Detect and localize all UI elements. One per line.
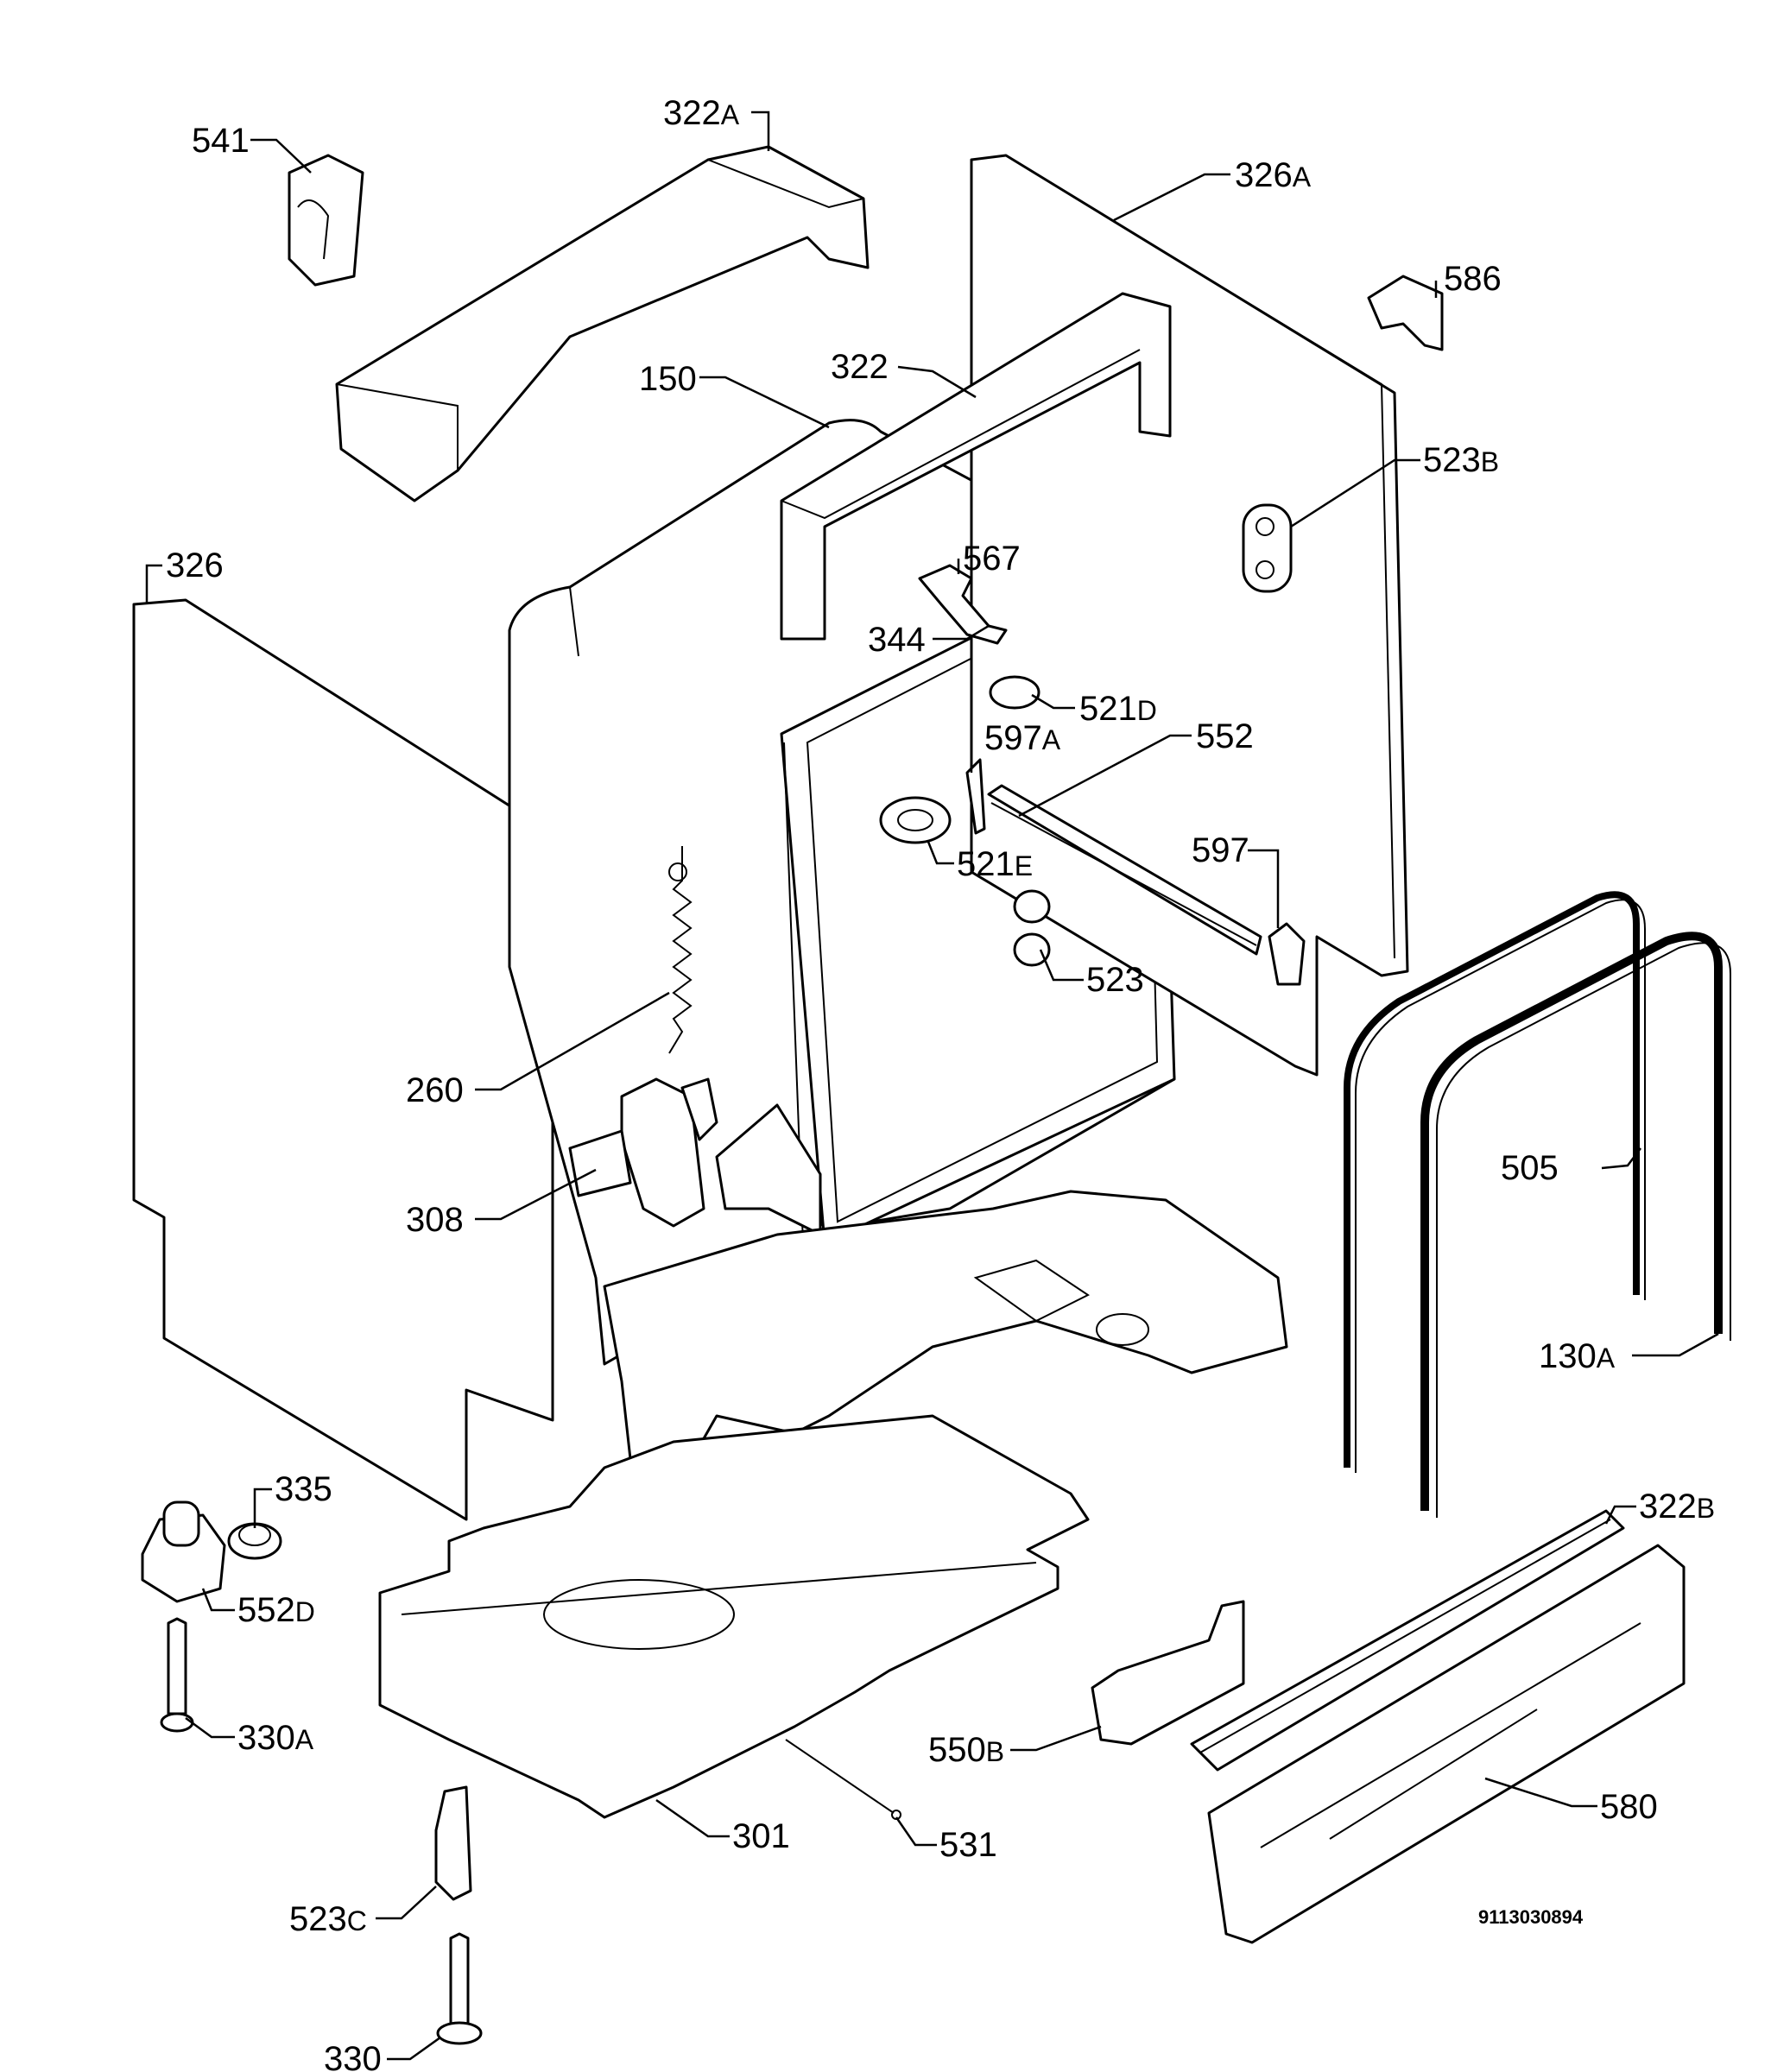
label-597: 597 xyxy=(1192,831,1249,869)
label-597a: 597A xyxy=(984,719,1061,757)
label-580: 580 xyxy=(1600,1788,1658,1826)
label-130a: 130A xyxy=(1539,1337,1616,1375)
part-521d-plug xyxy=(989,675,1040,710)
label-523b: 523B xyxy=(1423,441,1499,479)
part-523c-bracket xyxy=(434,1785,472,1901)
part-labels: 541 322A 326A 586 322 150 523B 326 567 3… xyxy=(166,94,1715,2072)
label-567: 567 xyxy=(963,540,1021,578)
label-344: 344 xyxy=(868,621,926,659)
part-322-side-rail xyxy=(780,292,1172,641)
label-301: 301 xyxy=(732,1817,790,1855)
part-260-spring xyxy=(668,846,693,1054)
label-330: 330 xyxy=(324,2040,382,2072)
part-322a-top-rail xyxy=(335,145,870,502)
part-523-bearing xyxy=(1013,889,1051,967)
label-150: 150 xyxy=(639,360,697,398)
part-308-hinge xyxy=(568,1077,718,1228)
part-597-end-cap xyxy=(1268,922,1306,986)
label-521e: 521E xyxy=(957,845,1033,883)
part-130a-tub-seal xyxy=(1420,932,1731,1518)
label-541: 541 xyxy=(192,122,250,160)
part-505-door-seal xyxy=(1344,891,1646,1473)
label-523c: 523C xyxy=(289,1900,367,1938)
part-541-clip xyxy=(288,154,364,287)
part-322b-rail xyxy=(1190,1509,1625,1772)
drawing-code: 9113030894 xyxy=(1478,1906,1584,1928)
label-322a: 322A xyxy=(663,94,740,132)
part-580-kick-plate xyxy=(1207,1544,1686,1944)
label-308: 308 xyxy=(406,1201,464,1239)
part-586-bracket xyxy=(1367,275,1444,351)
part-567-344-clip xyxy=(918,564,1008,645)
part-330a-screw xyxy=(160,1617,194,1733)
label-326a: 326A xyxy=(1235,156,1312,194)
part-531-rod xyxy=(785,1739,901,1820)
part-335-gear xyxy=(227,1522,282,1560)
label-523: 523 xyxy=(1086,961,1144,999)
part-301-base-tray xyxy=(378,1414,1090,1819)
leader-lines xyxy=(145,111,1719,2061)
part-552-rail xyxy=(987,784,1262,956)
label-335: 335 xyxy=(275,1470,332,1508)
label-550b: 550B xyxy=(928,1731,1004,1769)
label-260: 260 xyxy=(406,1071,464,1109)
label-586: 586 xyxy=(1444,260,1502,298)
part-552d-motor xyxy=(141,1500,226,1603)
label-322b: 322B xyxy=(1639,1488,1715,1526)
label-326: 326 xyxy=(166,546,224,584)
part-597a-clip xyxy=(965,758,986,835)
part-326-side-panel xyxy=(132,598,554,1521)
part-523b-bearing xyxy=(1242,503,1293,593)
label-505: 505 xyxy=(1501,1149,1559,1187)
part-330-screw xyxy=(436,1932,483,2045)
label-552: 552 xyxy=(1196,717,1254,755)
label-322: 322 xyxy=(831,348,889,386)
label-531: 531 xyxy=(939,1826,997,1864)
label-521d: 521D xyxy=(1079,690,1157,728)
label-552d: 552D xyxy=(237,1591,315,1629)
label-330a: 330A xyxy=(237,1719,314,1757)
part-550b-clip xyxy=(1091,1600,1245,1746)
part-521e-ring xyxy=(879,796,952,844)
